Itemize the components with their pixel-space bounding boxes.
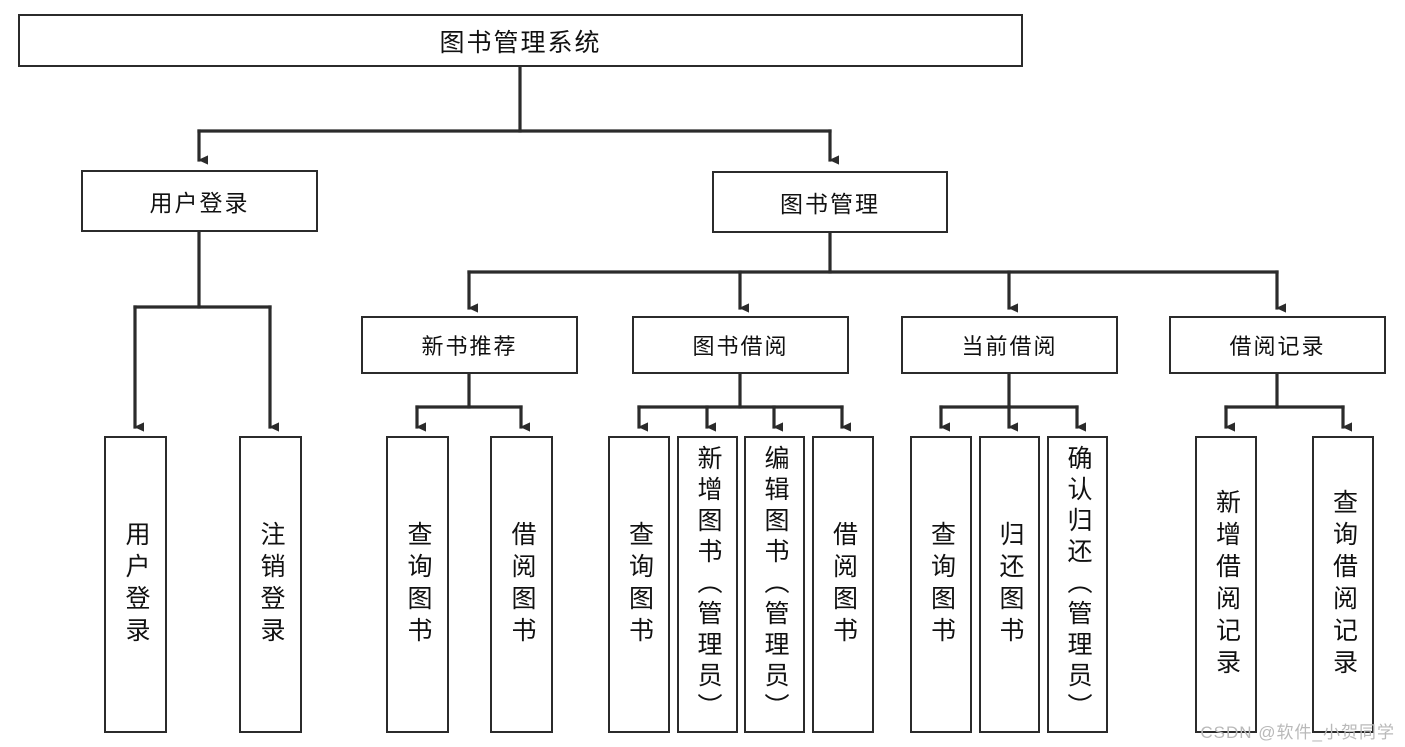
leaf-confirm-return-admin[interactable]: 确认归还（管理员） [1047,436,1108,733]
leaf-query-book-borrow[interactable]: 查询图书 [608,436,670,733]
leaf-return-book[interactable]: 归还图书 [979,436,1040,733]
leaf-query-book-recommend-label: 查询图书 [404,520,432,649]
leaf-user-login[interactable]: 用户登录 [104,436,167,733]
leaf-query-borrow-record[interactable]: 查询借阅记录 [1312,436,1374,733]
leaf-borrow-book-borrow[interactable]: 借阅图书 [812,436,874,733]
node-new-book-recommend-label: 新书推荐 [421,334,518,359]
leaf-borrow-book-recommend[interactable]: 借阅图书 [490,436,553,733]
node-new-book-recommend[interactable]: 新书推荐 [361,316,578,374]
node-root-book-management-system[interactable]: 图书管理系统 [18,14,1023,67]
leaf-user-login-label: 用户登录 [122,520,150,649]
leaf-edit-book-admin-label: 编辑图书（管理员） [761,445,789,724]
node-current-borrow-label: 当前借阅 [961,334,1058,359]
leaf-query-book-current-label: 查询图书 [927,520,956,649]
node-root-label: 图书管理系统 [439,28,602,57]
leaf-add-borrow-record-label: 新增借阅记录 [1212,488,1241,681]
node-user-login[interactable]: 用户登录 [81,170,318,232]
leaf-query-borrow-record-label: 查询借阅记录 [1329,488,1358,681]
node-book-management[interactable]: 图书管理 [712,171,948,233]
leaf-return-book-label: 归还图书 [996,520,1024,649]
leaf-user-logout-label: 注销登录 [257,520,285,649]
csdn-watermark: CSDN @软件_小贺同学 [1200,723,1395,742]
leaf-query-book-recommend[interactable]: 查询图书 [386,436,449,733]
node-borrow-record-label: 借阅记录 [1229,334,1326,359]
node-book-borrow[interactable]: 图书借阅 [632,316,849,374]
leaf-add-book-admin[interactable]: 新增图书（管理员） [677,436,738,733]
node-borrow-record[interactable]: 借阅记录 [1169,316,1386,374]
leaf-borrow-book-recommend-label: 借阅图书 [508,520,536,649]
leaf-user-logout[interactable]: 注销登录 [239,436,302,733]
leaf-borrow-book-borrow-label: 借阅图书 [829,520,858,649]
leaf-add-book-admin-label: 新增图书（管理员） [694,445,722,724]
node-book-borrow-label: 图书借阅 [692,334,789,359]
node-current-borrow[interactable]: 当前借阅 [901,316,1118,374]
node-book-management-label: 图书管理 [780,191,880,217]
leaf-edit-book-admin[interactable]: 编辑图书（管理员） [744,436,805,733]
leaf-confirm-return-admin-label: 确认归还（管理员） [1064,445,1092,724]
leaf-add-borrow-record[interactable]: 新增借阅记录 [1195,436,1257,733]
leaf-query-book-borrow-label: 查询图书 [625,520,654,649]
node-user-login-label: 用户登录 [149,190,250,216]
leaf-query-book-current[interactable]: 查询图书 [910,436,972,733]
